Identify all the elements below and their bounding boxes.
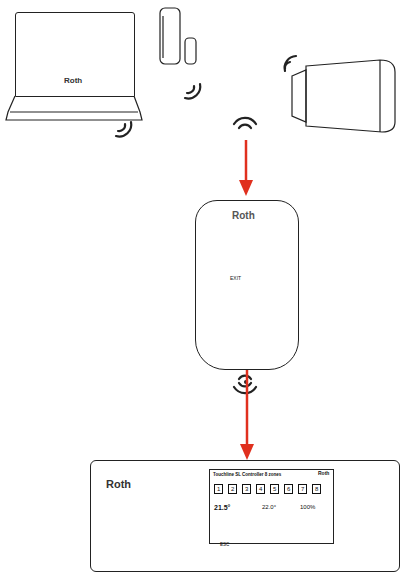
base-line — [10, 111, 138, 112]
node-text: Roth — [106, 479, 131, 490]
zone-number: 3 — [242, 484, 251, 494]
signal-arrow — [245, 140, 248, 182]
sensor-edge — [162, 16, 163, 58]
zone-number: 6 — [284, 484, 293, 494]
room-thermostat: Roth — [15, 12, 135, 97]
button-label: ESC — [220, 543, 229, 548]
arrow-head — [239, 180, 253, 196]
display-value: 22.0° — [262, 504, 276, 510]
zone-number: 7 — [298, 484, 307, 494]
node-text: Roth — [64, 77, 82, 85]
arrow-head — [240, 444, 254, 460]
zone-number: 8 — [312, 484, 321, 494]
node-text: Touchline SL Controller 8 zones — [213, 473, 281, 478]
actuator-edge — [379, 60, 380, 132]
zone-number: 5 — [270, 484, 279, 494]
door-magnet — [185, 38, 196, 64]
thermostat-base — [6, 96, 142, 120]
display-value: 21.5° — [214, 504, 230, 511]
node-text: Roth — [232, 211, 255, 221]
actuator-body — [306, 60, 395, 132]
arrow-line — [246, 370, 249, 446]
zone-number: 4 — [256, 484, 265, 494]
node-text: EXIT — [230, 276, 241, 281]
repeater-box: RothEXIT — [195, 200, 299, 370]
controller-box: Roth Touchline SL Controller 8 zones — [90, 460, 400, 572]
actuator-nut — [292, 70, 306, 122]
signal-arrow — [240, 370, 254, 460]
zone-number: 1 — [214, 484, 223, 494]
door-sensor — [160, 8, 180, 64]
display-value: 100% — [300, 504, 315, 510]
zone-number: 2 — [228, 484, 237, 494]
logo-text: Roth — [318, 471, 329, 476]
